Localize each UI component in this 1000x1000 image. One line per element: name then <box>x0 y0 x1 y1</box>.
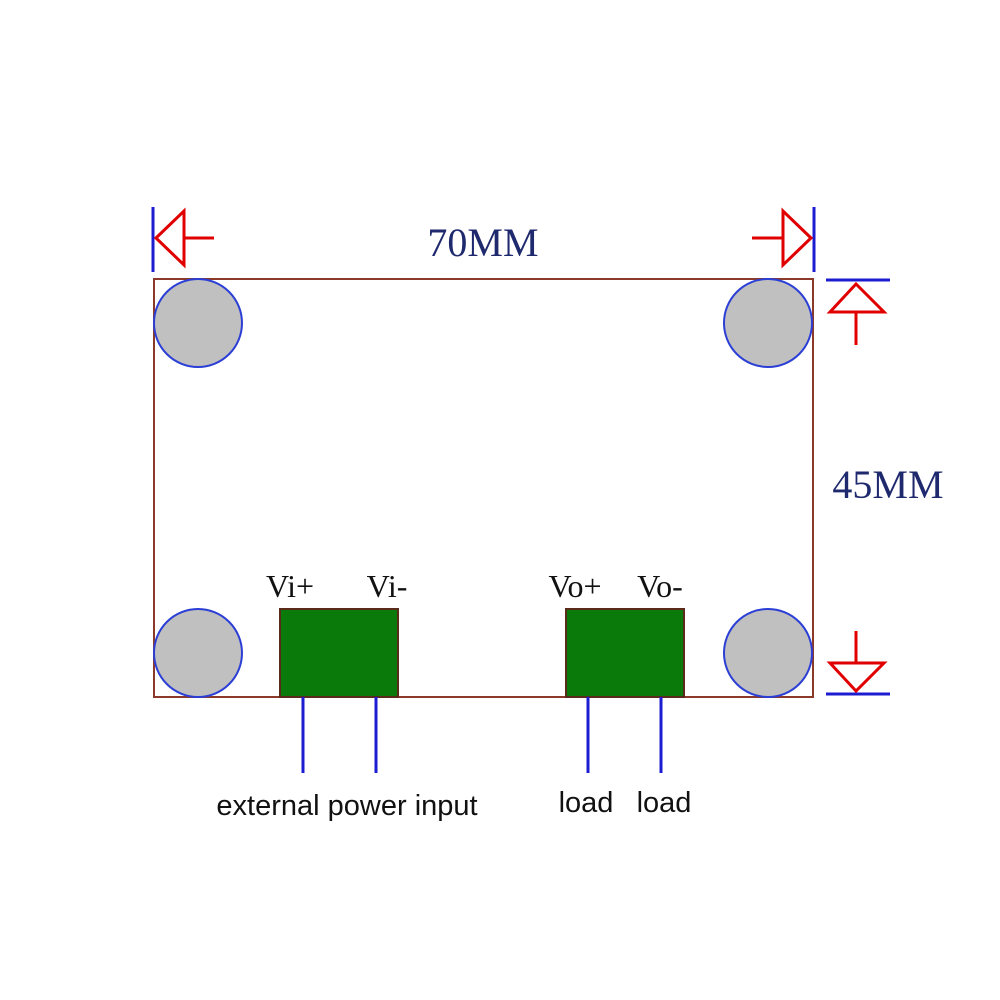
mount-hole-top-left <box>153 278 243 368</box>
input-terminal-block <box>279 608 399 698</box>
mount-hole-top-right <box>723 278 813 368</box>
height-top-arrow <box>826 281 888 345</box>
mount-hole-bottom-right <box>723 608 813 698</box>
pin-label-vi-minus: Vi- <box>367 568 408 604</box>
load-note-label-1: load <box>559 787 614 819</box>
width-right-arrow <box>752 207 814 269</box>
board-outline <box>153 278 814 698</box>
height-dimension-label: 45MM <box>832 462 943 507</box>
input-note-label: external power input <box>216 790 477 822</box>
height-bottom-arrow <box>826 631 888 694</box>
output-terminal-block <box>565 608 685 698</box>
load-note-label-2: load <box>637 787 692 819</box>
pin-label-vo-minus: Vo- <box>637 568 683 604</box>
pin-label-vi-plus: Vi+ <box>266 568 314 604</box>
pin-label-vo-plus: Vo+ <box>548 568 601 604</box>
width-left-arrow <box>153 207 214 269</box>
width-dimension-label: 70MM <box>427 220 538 265</box>
mount-hole-bottom-left <box>153 608 243 698</box>
